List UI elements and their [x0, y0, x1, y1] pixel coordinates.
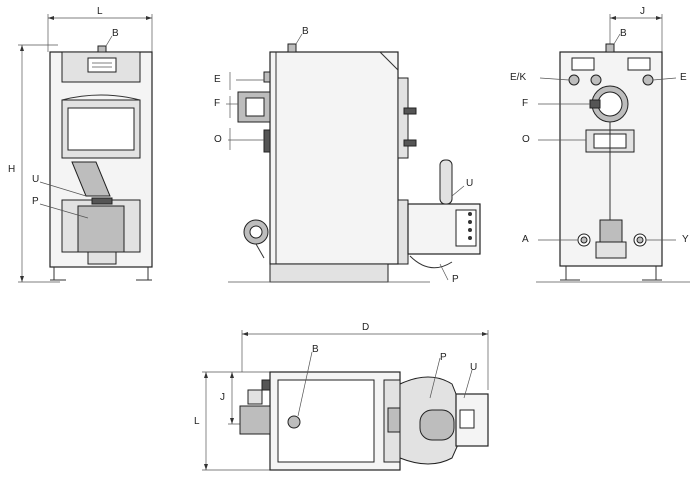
- rear-connection-ek: [568, 74, 580, 86]
- side-door-hinges: [397, 77, 409, 159]
- top-width-j-label: J: [220, 392, 225, 403]
- top-depth-label: D: [362, 322, 369, 333]
- top-view: D L J B P U: [194, 322, 489, 471]
- side-connection-o: [263, 129, 271, 153]
- rear-conn-ek-label: E/K: [510, 72, 526, 83]
- side-conn-f-label: F: [214, 98, 220, 109]
- top-width-label: L: [194, 416, 200, 427]
- front-display: [87, 57, 117, 73]
- front-pellet-label: P: [32, 196, 39, 207]
- side-burner-label: U: [466, 178, 473, 189]
- front-view: L H B U P: [8, 6, 153, 283]
- top-pellet-label: P: [440, 352, 447, 363]
- rear-conn-e-label: E: [680, 72, 687, 83]
- side-feed-tube: [439, 159, 453, 205]
- rear-connection-e: [642, 74, 654, 86]
- side-boiler-body: [269, 51, 399, 265]
- rear-conn-y-label: Y: [682, 234, 689, 245]
- front-burner-label: U: [32, 174, 39, 185]
- front-pellet-unit: [77, 205, 125, 253]
- front-height-label: H: [8, 164, 15, 175]
- rear-top-label: B: [620, 28, 627, 39]
- side-top-label: B: [302, 26, 309, 37]
- front-width-label: L: [97, 6, 103, 17]
- rear-view: J B E/K E F O A: [510, 6, 690, 283]
- front-top-label: B: [112, 28, 119, 39]
- side-burner-panel: [455, 209, 477, 247]
- side-view: B E F O: [214, 26, 481, 285]
- top-rear-flue: [239, 405, 271, 435]
- side-conn-e-label: E: [214, 74, 221, 85]
- front-flue-pipe: [71, 161, 111, 197]
- side-pellet-label: P: [452, 274, 459, 285]
- rear-pump: [599, 219, 623, 243]
- rear-width-label: J: [640, 6, 645, 17]
- top-connection-b: [287, 415, 301, 429]
- rear-conn-o-label: O: [522, 134, 530, 145]
- top-burner-label: U: [470, 362, 477, 373]
- side-connection-e: [263, 71, 271, 83]
- side-conn-o-label: O: [214, 134, 222, 145]
- side-base: [269, 263, 389, 283]
- rear-conn-a-label: A: [522, 234, 529, 245]
- front-connection-b: [97, 45, 107, 53]
- rear-connection-b: [605, 43, 615, 53]
- side-connection-b: [287, 43, 297, 53]
- top-top-label: B: [312, 344, 319, 355]
- rear-conn-f-label: F: [522, 98, 528, 109]
